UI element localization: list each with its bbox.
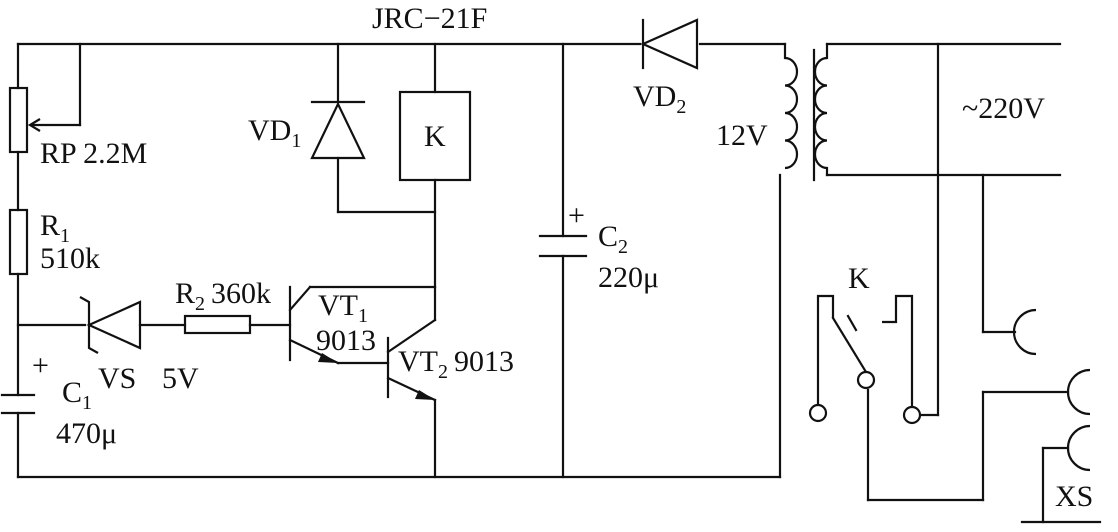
c1-name: C1 [62, 376, 92, 414]
rp-label: RP 2.2M [40, 137, 147, 170]
socket-label: XS [1055, 480, 1093, 513]
transformer-secondary: 12V [716, 119, 768, 152]
c1-plus: + [32, 349, 49, 382]
vd2-label: VD2 [633, 80, 686, 118]
r1-resistor: R1 510k [8, 208, 100, 276]
vt1-transistor: VT1 9013 [288, 285, 376, 365]
transformer-primary: ~220V [962, 92, 1045, 125]
c2-plus: + [568, 199, 585, 232]
relay-contact-label: K [848, 262, 870, 295]
c2-name: C2 [598, 220, 628, 258]
relay-model: JRC−21F [372, 2, 487, 35]
c1-capacitor: + C1 470μ [0, 349, 117, 450]
relay-coil: K JRC−21F [372, 2, 487, 182]
vd1-label: VD1 [248, 114, 301, 152]
socket-xs: XS [1012, 308, 1093, 513]
rp-potentiometer: RP 2.2M [8, 42, 147, 170]
vs-name: VS [98, 362, 136, 395]
vt1-name: VT1 [318, 289, 368, 327]
vs-value: 5V [162, 362, 199, 395]
relay-coil-label: K [424, 120, 446, 153]
vt1-value: 9013 [316, 324, 376, 357]
vs-zener-diode: VS 5V [79, 296, 199, 395]
transformer: 12V ~220V [716, 48, 1045, 182]
vd1-diode: VD1 [248, 100, 366, 160]
c2-capacitor: + C2 220μ [538, 199, 659, 294]
c1-value: 470μ [56, 417, 117, 450]
r1-name: R1 [40, 209, 70, 247]
c2-value: 220μ [598, 261, 659, 294]
wires [16, 42, 1102, 524]
relay-contact: K [808, 262, 922, 425]
r1-value: 510k [40, 242, 100, 275]
vd2-diode: VD2 [633, 18, 699, 118]
